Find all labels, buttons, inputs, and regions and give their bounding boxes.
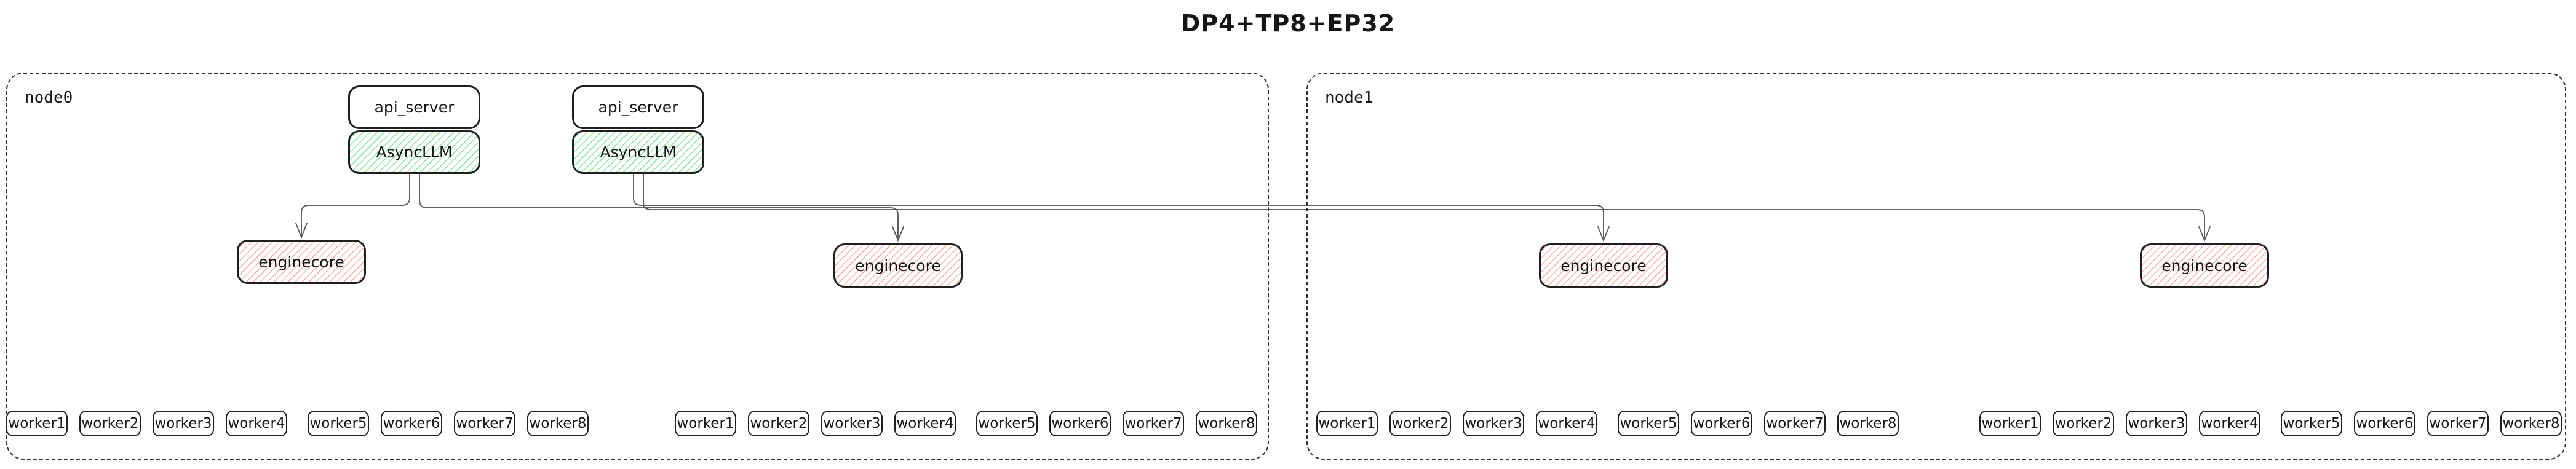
enginecore-box: enginecore [2140,243,2269,288]
enginecore-box: enginecore [1539,243,1668,288]
worker-box: worker5 [1618,411,1679,436]
worker-box: worker1 [6,411,68,436]
node0-container: node0 [6,73,1269,460]
worker-box: worker2 [79,411,141,436]
worker-box: worker2 [1389,411,1451,436]
worker-box: worker8 [1837,411,1899,436]
worker-box: worker4 [1536,411,1597,436]
node-label: node0 [25,89,73,107]
worker-box: worker5 [2281,411,2342,436]
worker-box: worker2 [2053,411,2114,436]
worker-box: worker4 [894,411,956,436]
worker-box: worker7 [454,411,515,436]
worker-box: worker1 [1316,411,1378,436]
enginecore-box: enginecore [237,240,366,284]
diagram-title: DP4+TP8+EP32 [1180,10,1396,37]
api-server-box: api_server [572,85,704,129]
async-llm-box: AsyncLLM [348,130,480,174]
worker-box: worker7 [1123,411,1184,436]
worker-box: worker6 [2354,411,2415,436]
worker-box: worker7 [2427,411,2489,436]
worker-box: worker8 [1196,411,1257,436]
worker-box: worker7 [1764,411,1826,436]
api-server-box: api_server [348,85,480,129]
worker-box: worker3 [153,411,214,436]
worker-box: worker6 [1049,411,1111,436]
node-label: node1 [1325,89,1373,107]
worker-box: worker1 [675,411,736,436]
worker-box: worker6 [381,411,442,436]
worker-box: worker4 [2199,411,2260,436]
worker-box: worker8 [527,411,589,436]
enginecore-box: enginecore [833,243,963,288]
node1-container: node1 [1306,73,2566,460]
worker-box: worker5 [308,411,369,436]
worker-box: worker5 [976,411,1038,436]
worker-box: worker6 [1691,411,1752,436]
async-llm-box: AsyncLLM [572,130,704,174]
worker-box: worker3 [2126,411,2187,436]
worker-box: worker3 [821,411,883,436]
worker-box: worker2 [748,411,809,436]
worker-box: worker3 [1463,411,1524,436]
worker-box: worker4 [226,411,287,436]
worker-box: worker8 [2500,411,2562,436]
worker-box: worker1 [1979,411,2041,436]
